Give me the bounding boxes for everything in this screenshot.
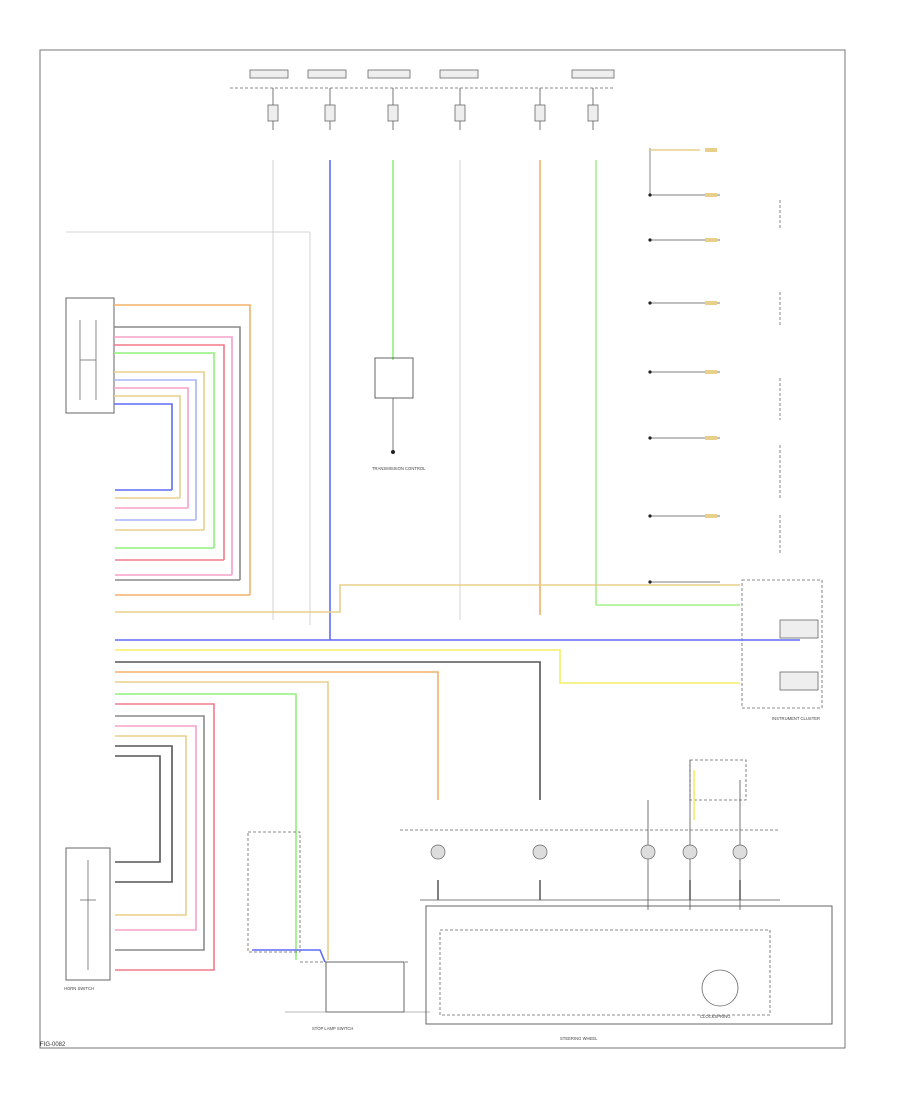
brake-switch-label: STOP LAMP SWITCH <box>312 1026 353 1031</box>
steering-wheel-section: STEERING WHEEL CLOCKSPRING <box>400 759 833 1041</box>
instrument-cluster: INSTRUMENT CLUSTER <box>741 579 823 721</box>
left-module <box>65 231 311 625</box>
transmission-module: TRANSMISSION CONTROL <box>372 357 426 471</box>
steering-wheel-label: STEERING WHEEL <box>560 1036 598 1041</box>
left-harness-mid <box>115 489 250 596</box>
diagram-code: FIG-0082 <box>40 1042 66 1048</box>
right-connectors <box>648 148 781 584</box>
cluster-feeds <box>115 584 800 960</box>
horn-switch-module: HORN SWITCH <box>64 847 111 991</box>
transmission-label: TRANSMISSION CONTROL <box>372 466 426 471</box>
brake-switch-module: STOP LAMP SWITCH <box>247 831 430 1031</box>
left-harness-upper <box>114 304 251 595</box>
page-border <box>39 49 846 1049</box>
left-harness-lower <box>115 703 215 971</box>
instrument-cluster-label: INSTRUMENT CLUSTER <box>772 716 820 721</box>
horn-switch-label: HORN SWITCH <box>64 986 94 991</box>
fuse-block-top <box>230 69 615 130</box>
clockspring-label: CLOCKSPRING <box>700 1014 730 1019</box>
